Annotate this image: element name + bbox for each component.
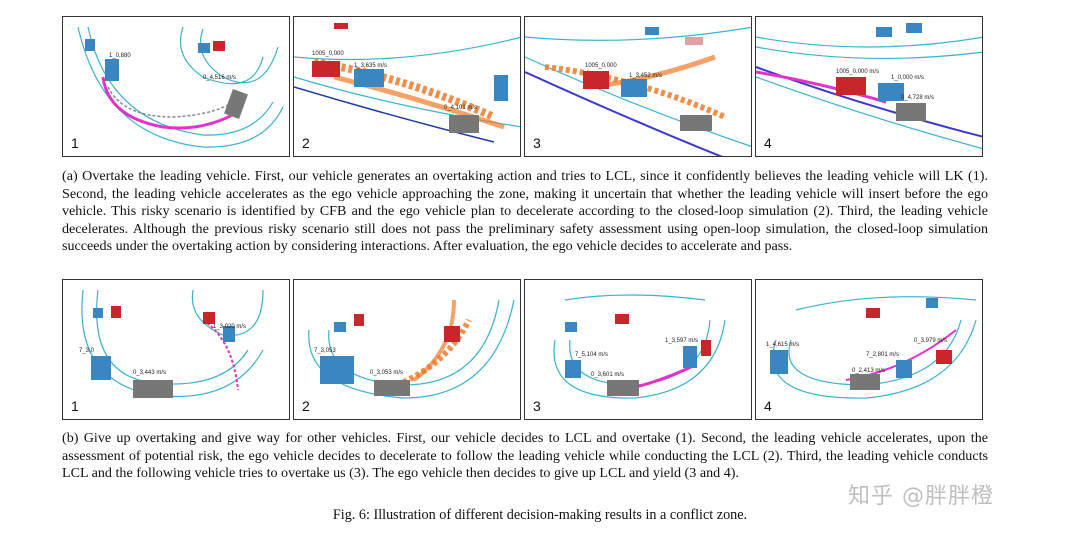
panel-number: 2 xyxy=(302,135,310,151)
caption-a: (a) Overtake the leading vehicle. First,… xyxy=(62,168,988,255)
panel-b2: 7_3,053 0_3,053 m/s 2 xyxy=(293,279,521,420)
label: 1_0,880 xyxy=(109,53,131,59)
watermark: 知乎 @胖胖橙 xyxy=(848,484,994,509)
panel-number: 4 xyxy=(764,135,772,151)
panel-number: 4 xyxy=(764,398,772,414)
label: 7_3,0 xyxy=(79,348,95,354)
caption-b: (b) Give up overtaking and give way for … xyxy=(62,430,988,482)
label: 1_3,020 m/s xyxy=(213,324,246,330)
panel-number: 3 xyxy=(533,135,541,151)
label: 7_3,053 xyxy=(314,348,336,354)
panel-a1: 1_0,880 0_4,516 m/s 1 xyxy=(62,16,290,157)
label: 0_3,053 m/s xyxy=(370,370,403,376)
scene-b4: 1_4,615 m/s 7_2,801 m/s 0_2,413 m/s 0_3,… xyxy=(766,296,977,399)
label: 0_4,728 m/s xyxy=(901,95,934,101)
panel-a4: 1005_0,000 m/s 1_0,000 m/s 0_4,728 m/s 4 xyxy=(755,16,983,157)
panel-b1: 7_3,0 0_3,443 m/s 1_3,020 m/s 1 xyxy=(62,279,290,420)
scene-b3: 7_5,104 m/s 0_3,601 m/s 1_3,597 m/s xyxy=(553,294,726,399)
label: 0_3,979 m/s xyxy=(914,338,947,344)
label: 1_3,597 m/s xyxy=(665,338,698,344)
label: 1005_0,000 xyxy=(312,51,344,57)
label: 1005_0,000 m/s xyxy=(836,69,879,75)
scene-a2: 1005_0,000 1_3,635 m/s 0_4,101 m/s xyxy=(294,23,520,143)
panel-number: 1 xyxy=(71,135,79,151)
label: 0_3,443 m/s xyxy=(133,370,166,376)
scene-a3: 1005_0,000 1_3,452 m/s xyxy=(525,26,751,156)
panel-b4: 1_4,615 m/s 7_2,801 m/s 0_2,413 m/s 0_3,… xyxy=(755,279,983,420)
panel-a3: 1005_0,000 1_3,452 m/s 3 xyxy=(524,16,752,157)
label: 0_3,601 m/s xyxy=(591,372,624,378)
label: 1005_0,000 xyxy=(585,63,617,69)
panel-number: 3 xyxy=(533,398,541,414)
panel-number: 2 xyxy=(302,398,310,414)
label: 1_0,000 m/s xyxy=(891,75,924,81)
label: 0_4,101 m/s xyxy=(444,105,477,111)
scene-a1: 1_0,880 0_4,516 m/s xyxy=(77,26,284,148)
panel-number: 1 xyxy=(71,398,79,414)
label: 0_4,516 m/s xyxy=(203,75,236,81)
panel-a2: 1005_0,000 1_3,635 m/s 0_4,101 m/s 2 xyxy=(293,16,521,157)
scene-a4: 1005_0,000 m/s 1_0,000 m/s 0_4,728 m/s xyxy=(756,23,982,150)
label: 0_2,413 m/s xyxy=(852,368,885,374)
label: 1_3,452 m/s xyxy=(629,73,662,79)
panel-b3: 7_5,104 m/s 0_3,601 m/s 1_3,597 m/s 3 xyxy=(524,279,752,420)
figure-caption: Fig. 6: Illustration of different decisi… xyxy=(332,507,748,523)
label: 7_2,801 m/s xyxy=(866,352,899,358)
label: 1_3,635 m/s xyxy=(354,63,387,69)
scene-b1: 7_3,0 0_3,443 m/s 1_3,020 m/s xyxy=(79,289,264,398)
label: 1_4,615 m/s xyxy=(766,342,799,348)
label: 7_5,104 m/s xyxy=(575,352,608,358)
scene-b2: 7_3,053 0_3,053 m/s xyxy=(308,299,515,399)
